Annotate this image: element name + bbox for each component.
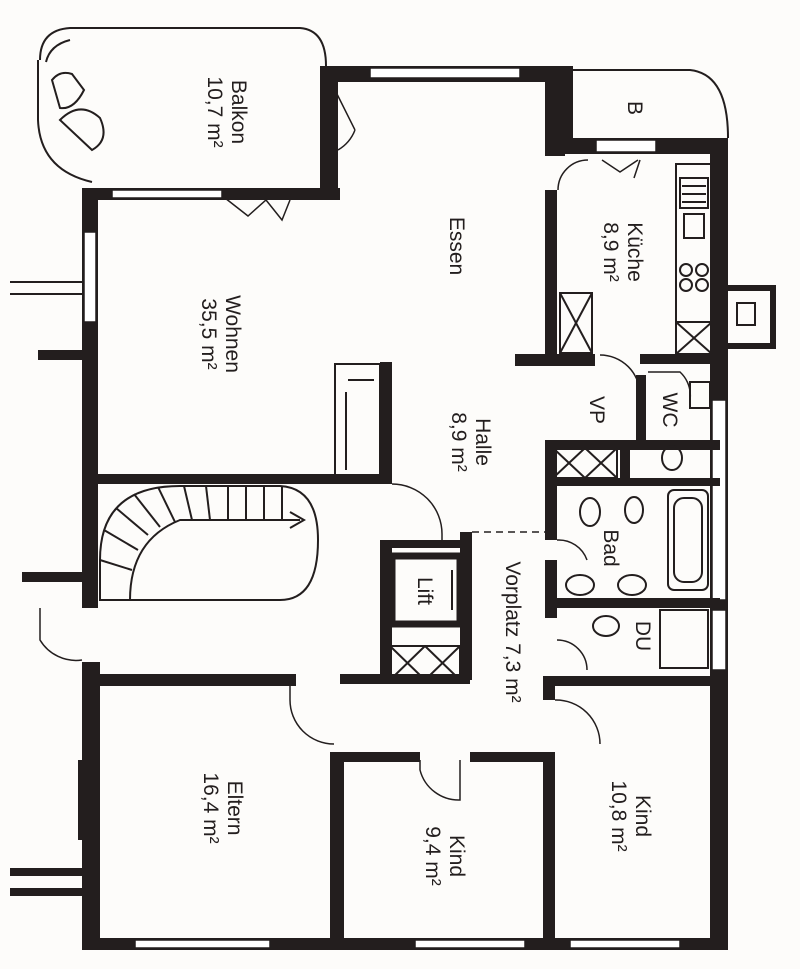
label-wohnen-area: 35,5 m²	[197, 298, 220, 369]
exterior-stubs	[10, 281, 86, 896]
label-wc: WC	[658, 393, 681, 428]
kitchen-fittings	[557, 159, 713, 355]
label-balkon-area: 10,7 m²	[203, 76, 226, 147]
staircase	[99, 485, 320, 602]
balcony	[37, 27, 356, 183]
label-kueche: Küche	[623, 222, 646, 282]
label-bad: Bad	[599, 529, 622, 566]
room-labels: Balkon 10,7 m² B Küche 8,9 m² Essen Wohn…	[197, 76, 681, 885]
windows	[83, 67, 727, 949]
shower-fittings	[556, 609, 709, 671]
wc-fittings	[552, 354, 711, 479]
label-kueche-area: 8,9 m²	[599, 222, 622, 282]
label-kind-right: Kind	[631, 795, 654, 837]
lift-shaft	[388, 552, 464, 681]
label-essen: Essen	[445, 217, 468, 275]
door-swings	[39, 197, 601, 801]
label-vp: VP	[585, 396, 608, 424]
label-lift: Lift	[413, 577, 436, 605]
label-eltern-area: 16,4 m²	[199, 772, 222, 843]
label-balkon: Balkon	[227, 80, 250, 144]
label-kind-mid: Kind	[445, 835, 468, 877]
label-halle-area: 8,9 m²	[447, 412, 470, 472]
label-vorplatz: Vorplatz 7,3 m²	[501, 561, 524, 702]
label-eltern: Eltern	[223, 781, 246, 836]
label-halle: Halle	[471, 418, 494, 466]
label-du: DU	[631, 621, 654, 651]
chimney	[722, 285, 776, 349]
bathroom-fittings	[556, 489, 709, 596]
interior-walls	[96, 190, 720, 942]
label-kind-mid-area: 9,4 m²	[421, 826, 444, 886]
label-b: B	[623, 101, 646, 115]
storage-b	[565, 66, 729, 154]
label-kind-right-area: 10,8 m²	[607, 780, 630, 851]
label-wohnen: Wohnen	[221, 295, 244, 373]
